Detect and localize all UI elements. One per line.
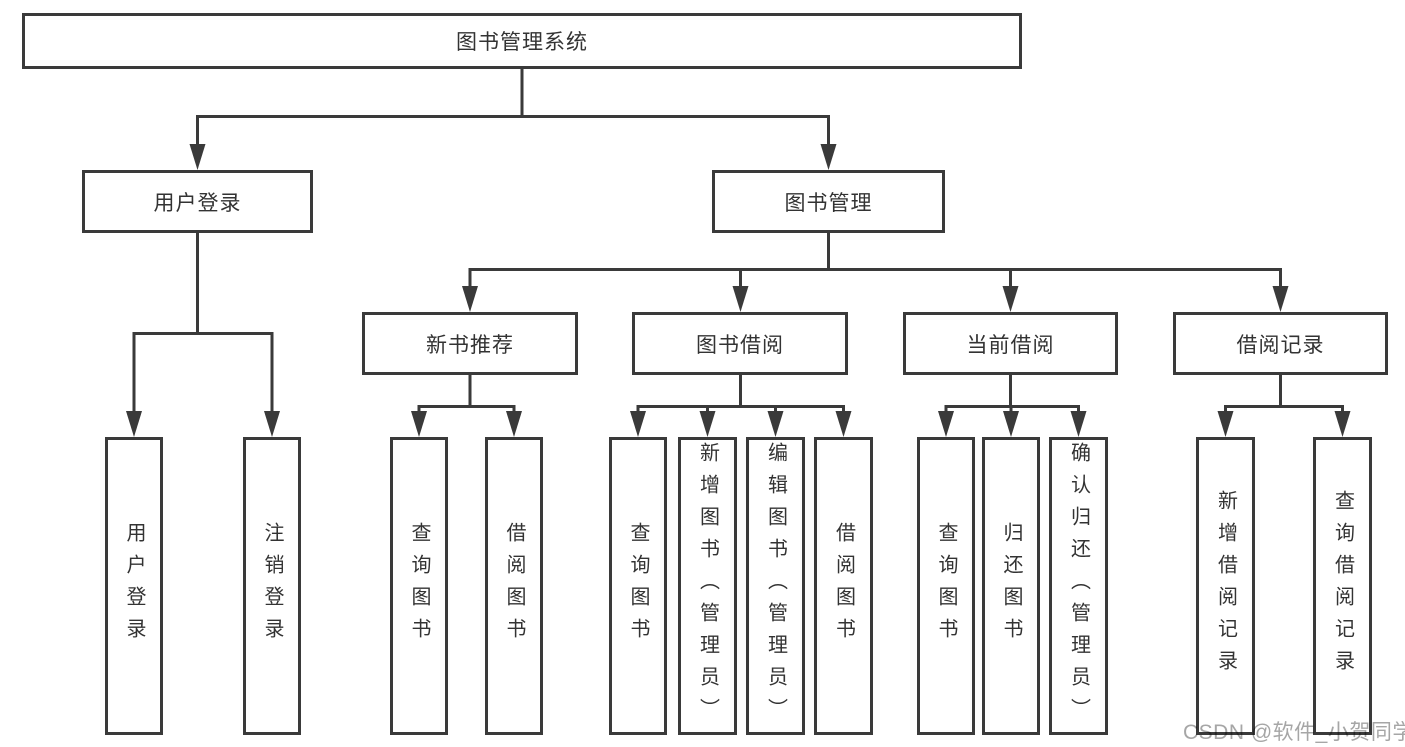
leaf-add-books-admin: 新增图书（管理员） [678, 437, 737, 735]
leaf-query-books-recommend: 查询图书 [390, 437, 448, 735]
leaf-query-books-current: 查询图书 [917, 437, 975, 735]
leaf-return-books: 归还图书 [982, 437, 1040, 735]
leaf-query-borrow-record: 查询借阅记录 [1313, 437, 1372, 735]
node-library-management-system: 图书管理系统 [22, 13, 1022, 69]
node-new-book-recommend: 新书推荐 [362, 312, 578, 375]
leaf-add-borrow-record: 新增借阅记录 [1196, 437, 1255, 735]
leaf-query-books-borrow: 查询图书 [609, 437, 667, 735]
leaf-user-login: 用户登录 [105, 437, 163, 735]
node-borrowing-records: 借阅记录 [1173, 312, 1388, 375]
node-book-management: 图书管理 [712, 170, 945, 233]
leaf-logout: 注销登录 [243, 437, 301, 735]
node-book-borrowing: 图书借阅 [632, 312, 848, 375]
node-current-borrowing: 当前借阅 [903, 312, 1118, 375]
csdn-watermark: CSDN @软件_小贺同学 [1183, 721, 1405, 744]
leaf-borrow-books-recommend: 借阅图书 [485, 437, 543, 735]
node-user-login: 用户登录 [82, 170, 313, 233]
leaf-confirm-return-admin: 确认归还（管理员） [1049, 437, 1108, 735]
leaf-borrow-books: 借阅图书 [814, 437, 873, 735]
leaf-edit-books-admin: 编辑图书（管理员） [746, 437, 805, 735]
